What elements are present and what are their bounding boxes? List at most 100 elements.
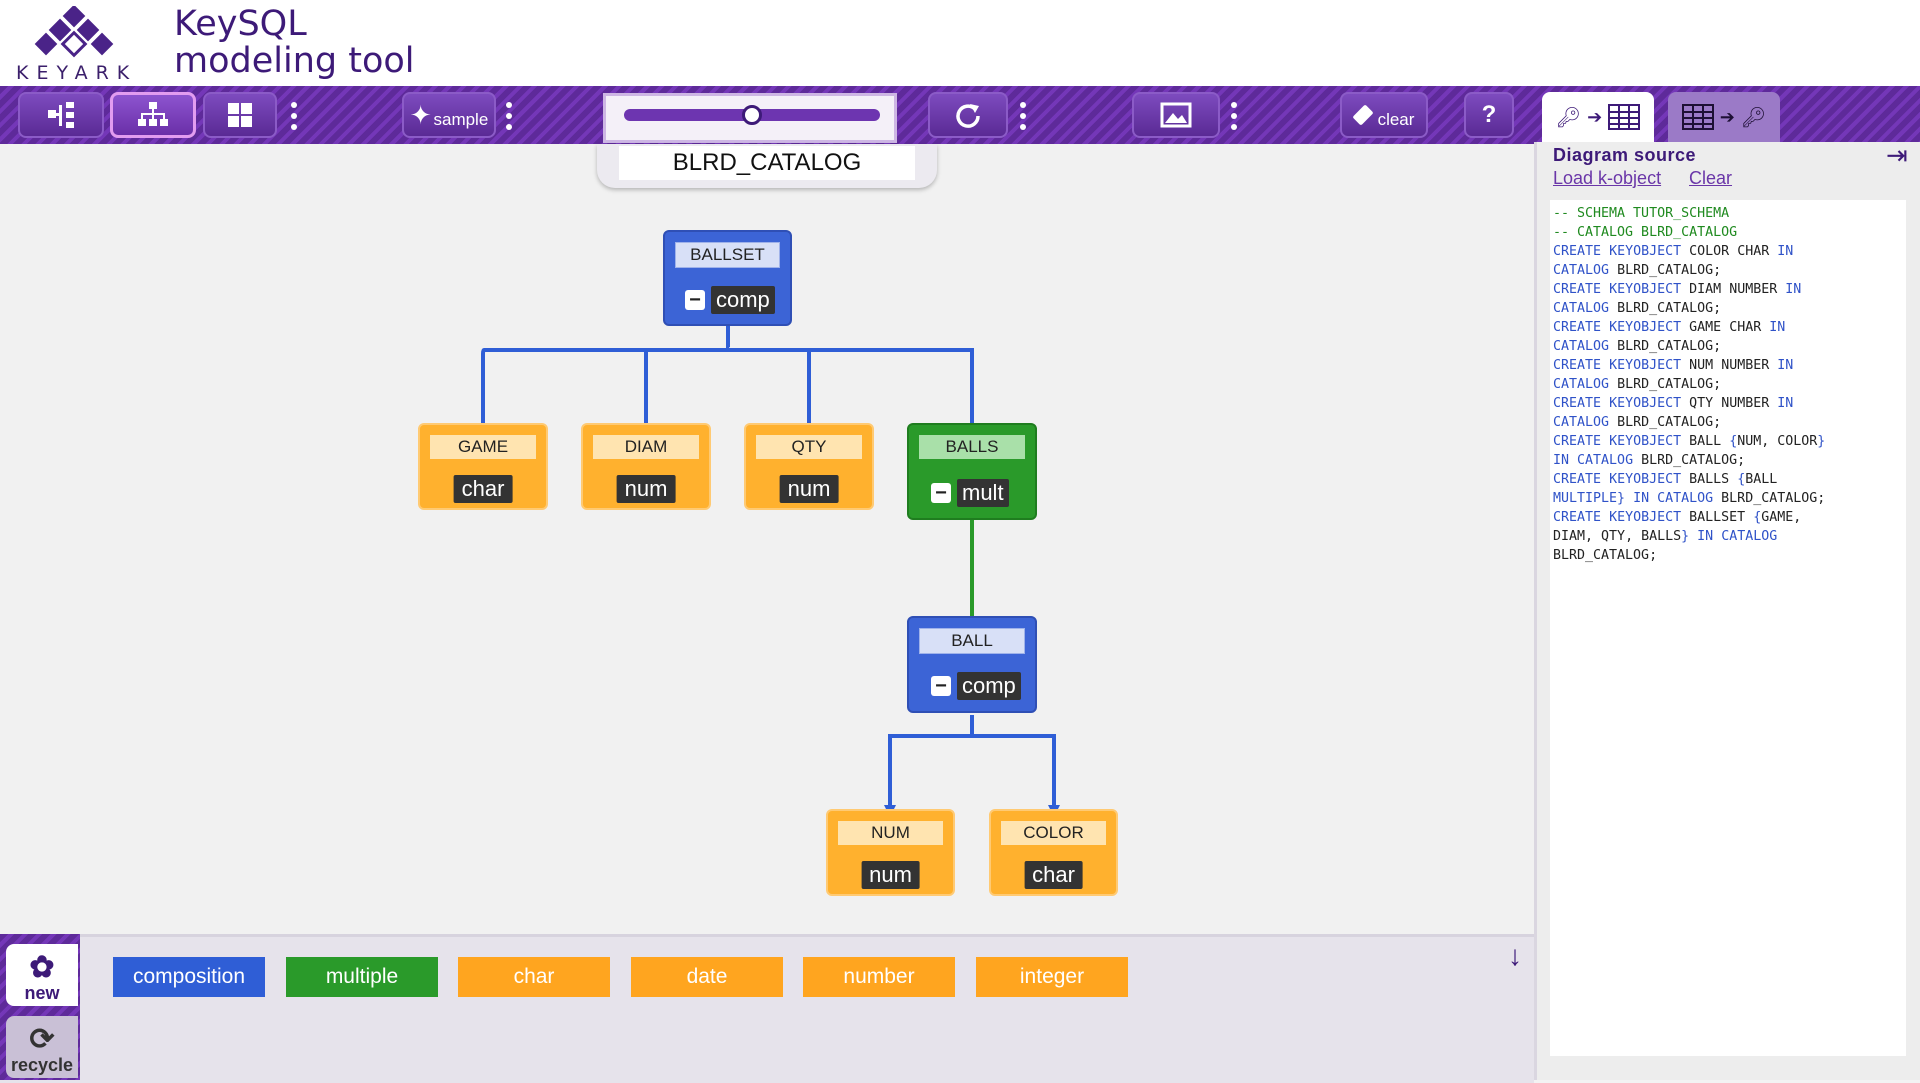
source-line: IN CATALOG BLRD_CATALOG;	[1553, 453, 1746, 468]
collapse-panel-icon[interactable]: ⇥	[1886, 140, 1908, 170]
source-line: CREATE KEYOBJECT COLOR CHAR IN	[1553, 244, 1794, 259]
tree-layout-button[interactable]	[18, 92, 104, 138]
image-icon	[1160, 102, 1192, 128]
app-title: KeySQL modeling tool	[174, 6, 415, 80]
source-code[interactable]: -- SCHEMA TUTOR_SCHEMA -- CATALOG BLRD_CA…	[1550, 200, 1906, 1056]
refresh-icon	[956, 104, 980, 128]
org-chart-icon	[138, 102, 168, 126]
node-balls[interactable]: BALLS − mult	[907, 423, 1037, 520]
clear-label: clear	[1377, 110, 1415, 129]
node-type: − comp	[685, 286, 775, 314]
recycle-label: recycle	[10, 1055, 74, 1075]
source-line: DIAM, QTY, BALLS} IN CATALOG	[1553, 529, 1778, 544]
source-line: -- SCHEMA TUTOR_SCHEMA	[1553, 206, 1730, 221]
collapse-icon[interactable]: −	[931, 676, 951, 696]
palette-composition[interactable]: composition	[113, 957, 265, 997]
source-line: MULTIPLE} IN CATALOG BLRD_CATALOG;	[1553, 491, 1826, 506]
help-button[interactable]: ?	[1464, 92, 1514, 138]
node-game[interactable]: GAME char	[418, 423, 548, 510]
node-diam[interactable]: DIAM num	[581, 423, 711, 510]
sample-button[interactable]: ✦ sample	[402, 92, 496, 138]
source-line: CREATE KEYOBJECT QTY NUMBER IN	[1553, 396, 1794, 411]
sample-more-icon[interactable]	[506, 102, 512, 130]
export-image-button[interactable]	[1132, 92, 1220, 138]
node-name: BALLS	[919, 435, 1025, 459]
node-type: − mult	[931, 479, 1009, 507]
app-title-line1: KeySQL	[174, 4, 307, 44]
load-kobject-link[interactable]: Load k-object	[1553, 168, 1662, 188]
node-name: BALL	[919, 628, 1025, 654]
zoom-slider-thumb[interactable]	[742, 105, 762, 125]
catalog-name-field[interactable]: BLRD_CATALOG	[619, 146, 915, 180]
node-type: − comp	[931, 672, 1021, 700]
new-button[interactable]: ✿ new	[6, 944, 78, 1006]
keyark-logo	[34, 6, 114, 58]
clear-source-link[interactable]: Clear	[1689, 168, 1733, 188]
palette-char[interactable]: char	[458, 957, 610, 997]
help-icon: ?	[1481, 101, 1497, 128]
logo-text: KEYARK	[16, 62, 138, 84]
node-name: QTY	[756, 435, 862, 459]
node-ballset[interactable]: BALLSET − comp	[663, 230, 792, 326]
recycle-icon: ⟳	[29, 1023, 55, 1056]
sample-label: sample	[433, 110, 489, 129]
node-type-label: num	[861, 861, 920, 889]
source-line: CATALOG BLRD_CATALOG;	[1553, 301, 1722, 316]
collapse-icon[interactable]: −	[685, 290, 705, 310]
key-icon: 🔑︎	[1555, 106, 1582, 129]
source-line: CREATE KEYOBJECT BALL {NUM, COLOR}	[1553, 434, 1826, 449]
tab-table-to-keyobject[interactable]: ➔ 🔑︎	[1668, 92, 1780, 142]
node-ball[interactable]: BALL − comp	[907, 616, 1037, 713]
panel-title: Diagram source	[1553, 145, 1697, 165]
node-type-label: mult	[957, 479, 1009, 507]
tab-keyobject-to-table[interactable]: 🔑︎ ➔	[1542, 92, 1654, 142]
node-name: DIAM	[593, 435, 699, 459]
node-type-label: num	[779, 475, 839, 503]
app-title-line2: modeling tool	[174, 41, 415, 81]
catalog-title-tab: BLRD_CATALOG	[597, 144, 937, 188]
node-type-label: num	[616, 475, 676, 503]
node-type-label: char	[1024, 861, 1083, 889]
hierarchy-layout-button[interactable]	[110, 92, 196, 138]
arrow-right-icon: ➔	[1719, 106, 1735, 127]
node-qty[interactable]: QTY num	[744, 423, 874, 510]
table-icon	[1681, 104, 1714, 130]
source-line: CREATE KEYOBJECT NUM NUMBER IN	[1553, 358, 1794, 373]
image-more-icon[interactable]	[1231, 102, 1237, 130]
collapse-palette-icon[interactable]: ↓	[1508, 940, 1522, 971]
palette-integer[interactable]: integer	[976, 957, 1128, 997]
key-icon: 🔑︎	[1740, 106, 1767, 129]
new-label: new	[24, 983, 60, 1003]
refresh-more-icon[interactable]	[1020, 102, 1026, 130]
node-name: BALLSET	[675, 242, 780, 268]
collapse-icon[interactable]: −	[931, 483, 951, 503]
eraser-icon	[1351, 104, 1374, 126]
table-icon	[1608, 104, 1641, 130]
tree-horizontal-icon	[48, 102, 74, 128]
node-type-label: comp	[957, 672, 1021, 700]
sparkle-icon: ✦	[409, 99, 432, 130]
palette-date[interactable]: date	[631, 957, 783, 997]
zoom-slider[interactable]	[603, 93, 897, 143]
source-line: CATALOG BLRD_CATALOG;	[1553, 339, 1722, 354]
refresh-button[interactable]	[928, 92, 1008, 138]
node-num[interactable]: NUM num	[826, 809, 955, 896]
palette-number[interactable]: number	[803, 957, 955, 997]
source-line: CATALOG BLRD_CATALOG;	[1553, 263, 1722, 278]
source-line: CREATE KEYOBJECT DIAM NUMBER IN	[1553, 282, 1802, 297]
source-line: CREATE KEYOBJECT BALLSET {GAME,	[1553, 510, 1802, 525]
app-header: KEYARK KeySQL modeling tool	[0, 0, 1920, 86]
layout-more-icon[interactable]	[291, 102, 297, 130]
arrow-right-icon: ➔	[1587, 106, 1603, 127]
recycle-button[interactable]: ⟳ recycle	[6, 1016, 78, 1078]
clear-button[interactable]: clear	[1340, 92, 1428, 138]
node-name: NUM	[838, 821, 943, 845]
palette-multiple[interactable]: multiple	[286, 957, 438, 997]
source-line: CREATE KEYOBJECT GAME CHAR IN	[1553, 320, 1786, 335]
grid-icon	[228, 103, 252, 127]
node-color[interactable]: COLOR char	[989, 809, 1118, 896]
flower-icon: ✿	[29, 951, 55, 984]
grid-layout-button[interactable]	[203, 92, 277, 138]
source-line: -- CATALOG BLRD_CATALOG	[1553, 225, 1738, 240]
source-line: CATALOG BLRD_CATALOG;	[1553, 377, 1722, 392]
